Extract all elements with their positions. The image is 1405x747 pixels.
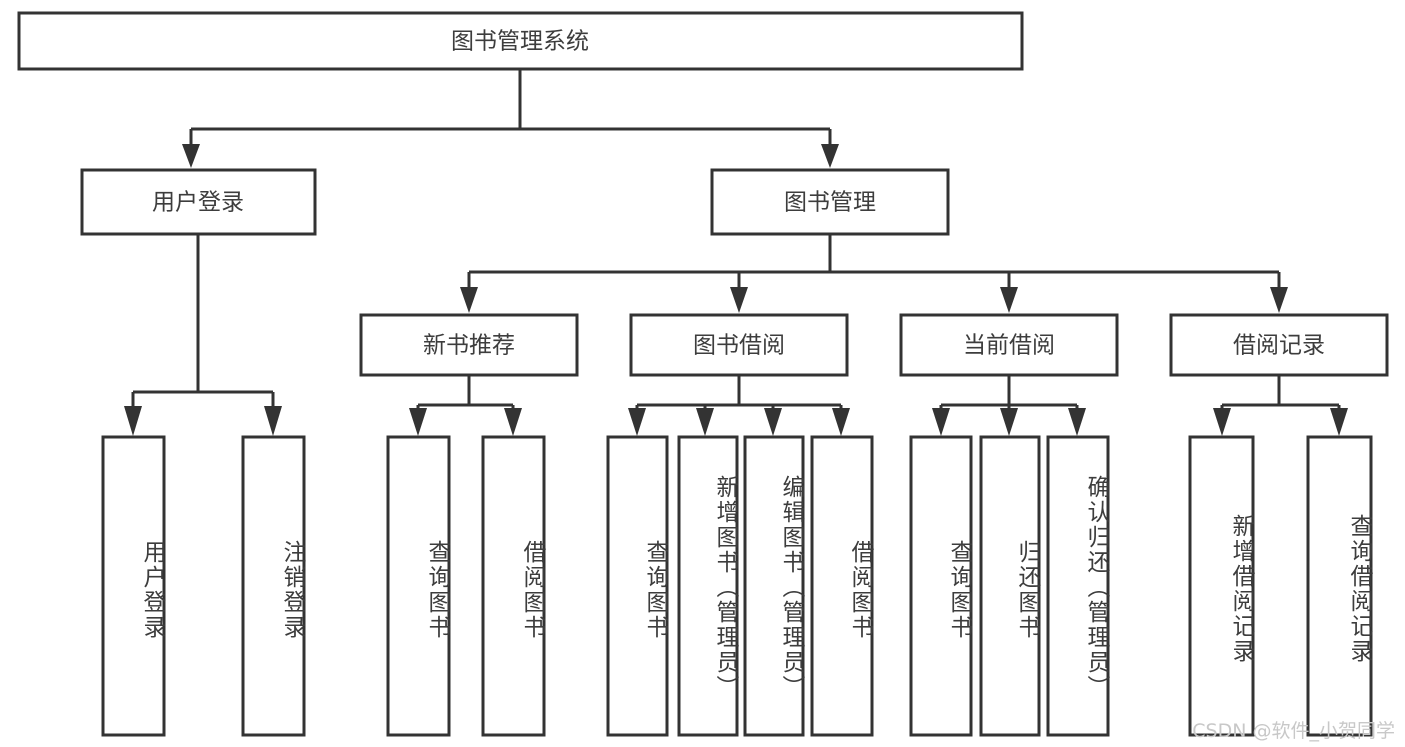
arrow-head-br-leaf1-icon [1213, 408, 1231, 436]
node-book-manage[interactable]: 图书管理 [710, 168, 950, 236]
arrow-head-bb-leaf2-icon [696, 408, 714, 436]
arrow-head-borrow-record-icon [1270, 287, 1288, 313]
user-login-label: 用户登录 [152, 190, 244, 216]
node-user-login[interactable]: 用户登录 [80, 168, 317, 236]
book-manage-label: 图书管理 [784, 190, 876, 216]
leaf-box-user-login[interactable] [101, 435, 166, 737]
leaf-box-borrow-book-2[interactable] [810, 435, 874, 737]
arrow-head-bb-leaf3-icon [764, 408, 782, 436]
leaf-box-borrow-book-1[interactable] [481, 435, 546, 737]
arrow-head-nbr-leaf2-icon [504, 408, 522, 436]
borrow-record-label: 借阅记录 [1233, 333, 1325, 359]
root-label: 图书管理系统 [451, 29, 589, 55]
arrow-head-leaf-user-login-icon [124, 406, 142, 436]
csdn-watermark: CSDN @软件_小贺同学 [1192, 720, 1395, 742]
arrow-head-new-book-recommend-icon [460, 287, 478, 313]
node-current-borrow[interactable]: 当前借阅 [899, 313, 1119, 377]
node-new-book-recommend[interactable]: 新书推荐 [359, 313, 579, 377]
leaf-box-return-book[interactable] [979, 435, 1041, 737]
leaf-box-confirm-return[interactable] [1046, 435, 1110, 737]
arrow-head-leaf-user-logout-icon [264, 406, 282, 436]
leaf-box-edit-book[interactable] [743, 435, 805, 737]
root-box [17, 11, 1024, 71]
leaf-box-query-book-1[interactable] [386, 435, 451, 737]
arrow-head-cb-leaf1-icon [932, 408, 950, 436]
arrow-head-user-login-icon [182, 144, 200, 168]
new-book-recommend-label: 新书推荐 [423, 333, 515, 359]
arrow-head-cb-leaf3-icon [1068, 408, 1086, 436]
arrow-head-cb-leaf2-icon [1000, 408, 1018, 436]
node-root[interactable]: 图书管理系统 [17, 11, 1024, 71]
book-borrow-box [629, 313, 849, 377]
leaf-box-add-record[interactable] [1188, 435, 1255, 737]
node-borrow-record[interactable]: 借阅记录 [1169, 313, 1389, 377]
node-book-borrow[interactable]: 图书借阅 [629, 313, 849, 377]
current-borrow-box [899, 313, 1119, 377]
leaf-box-query-book-3[interactable] [909, 435, 973, 737]
arrow-head-bb-leaf1-icon [628, 408, 646, 436]
book-manage-box [710, 168, 950, 236]
arrow-head-nbr-leaf1-icon [409, 408, 427, 436]
arrow-head-bb-leaf4-icon [832, 408, 850, 436]
leaf-box-query-book-2[interactable] [606, 435, 669, 737]
leaf-box-user-logout[interactable] [241, 435, 306, 737]
new-book-recommend-box [359, 313, 579, 377]
arrow-head-current-borrow-icon [1000, 287, 1018, 313]
leaf-box-add-book[interactable] [677, 435, 739, 737]
arrow-head-book-manage-icon [821, 144, 839, 168]
current-borrow-label: 当前借阅 [963, 333, 1055, 359]
leaf-box-query-record[interactable] [1306, 435, 1373, 737]
book-borrow-label: 图书借阅 [693, 333, 785, 359]
borrow-record-box [1169, 313, 1389, 377]
arrow-head-book-borrow-icon [730, 287, 748, 313]
arrow-head-br-leaf2-icon [1330, 408, 1348, 436]
